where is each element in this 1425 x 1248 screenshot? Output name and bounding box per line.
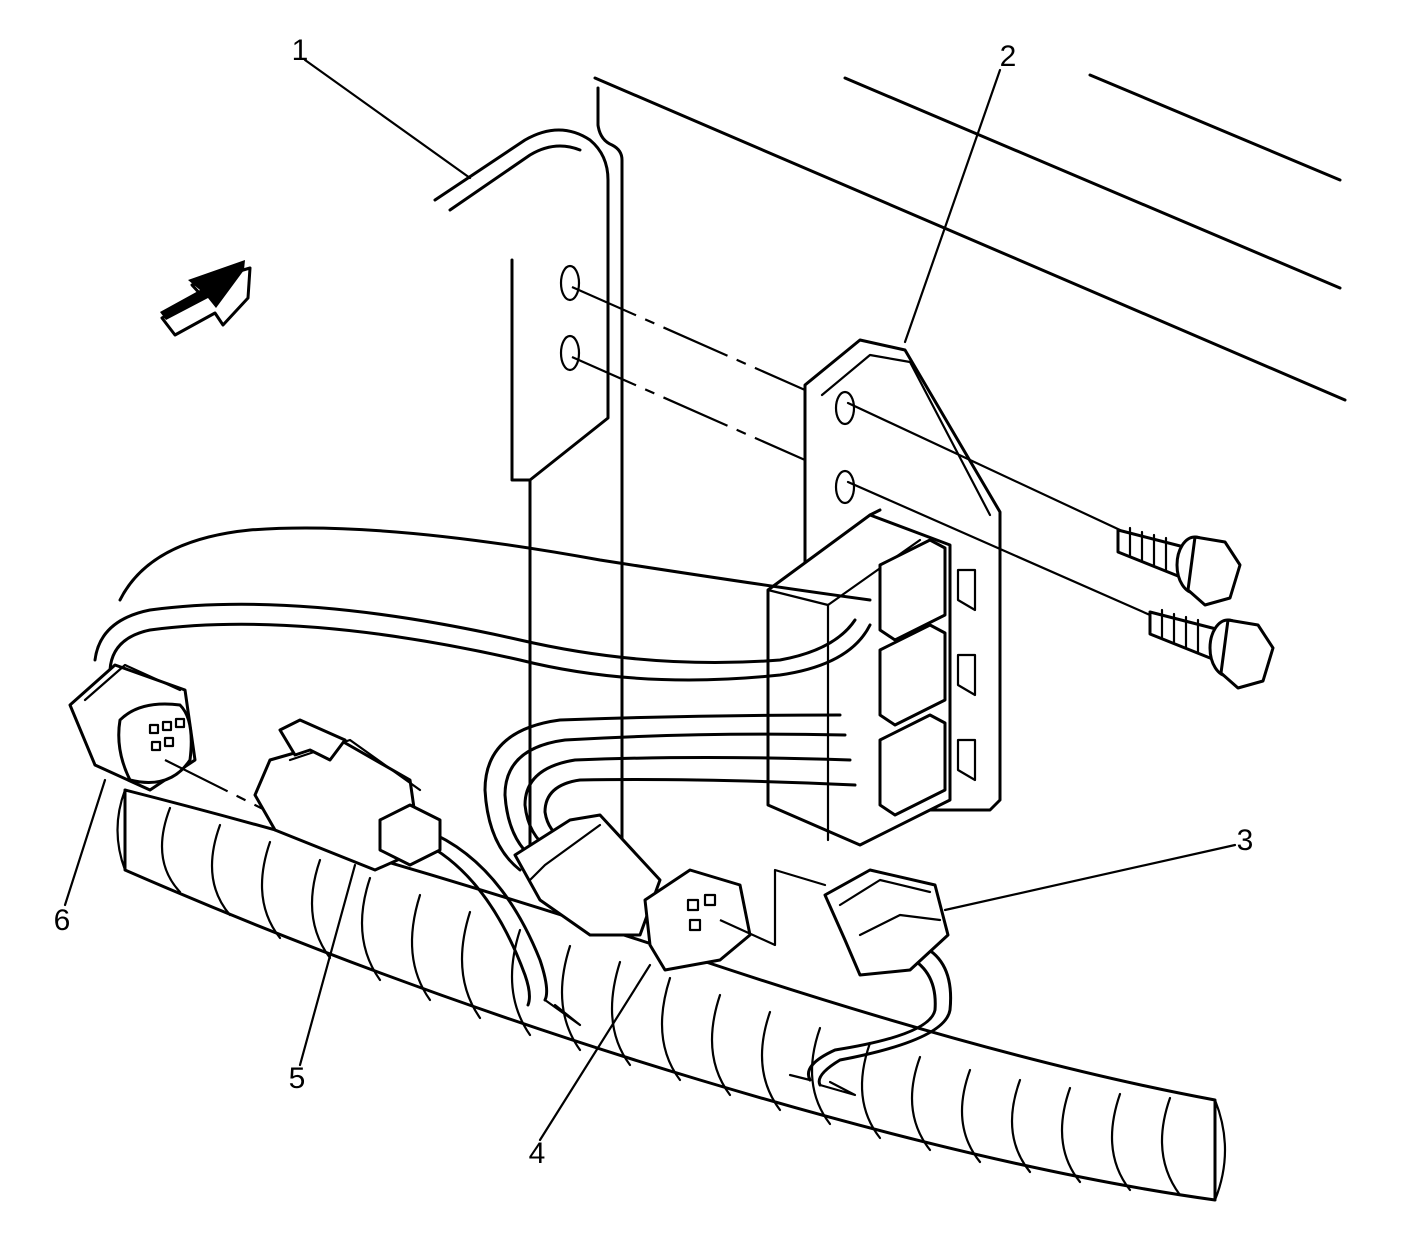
relay-center	[766, 338, 1002, 847]
callout-3-label: 3	[1237, 824, 1254, 857]
direction-arrow-icon	[160, 260, 252, 337]
bolt-upper	[1116, 526, 1242, 607]
bolt-lower	[1148, 608, 1275, 690]
callout-1-label: 1	[292, 34, 309, 67]
callout-6-label: 6	[54, 904, 71, 937]
wires-upper	[93, 508, 882, 682]
connector-3	[823, 868, 950, 977]
connector-6	[68, 663, 276, 816]
body-panel	[528, 73, 1347, 862]
connector-3-wires	[788, 943, 953, 1097]
callout-leaders	[63, 58, 1237, 1142]
wire-harness-conduit	[116, 788, 1227, 1202]
connector-5-wires	[423, 828, 582, 1027]
callout-2-label: 2	[1000, 40, 1017, 73]
alignment-lines	[571, 285, 1152, 617]
connector-5	[253, 718, 442, 872]
mounting-bracket	[433, 128, 610, 482]
callout-4-label: 4	[529, 1137, 546, 1170]
connector-4	[513, 813, 827, 972]
callout-5-label: 5	[289, 1062, 306, 1095]
wires-lower	[483, 713, 857, 872]
